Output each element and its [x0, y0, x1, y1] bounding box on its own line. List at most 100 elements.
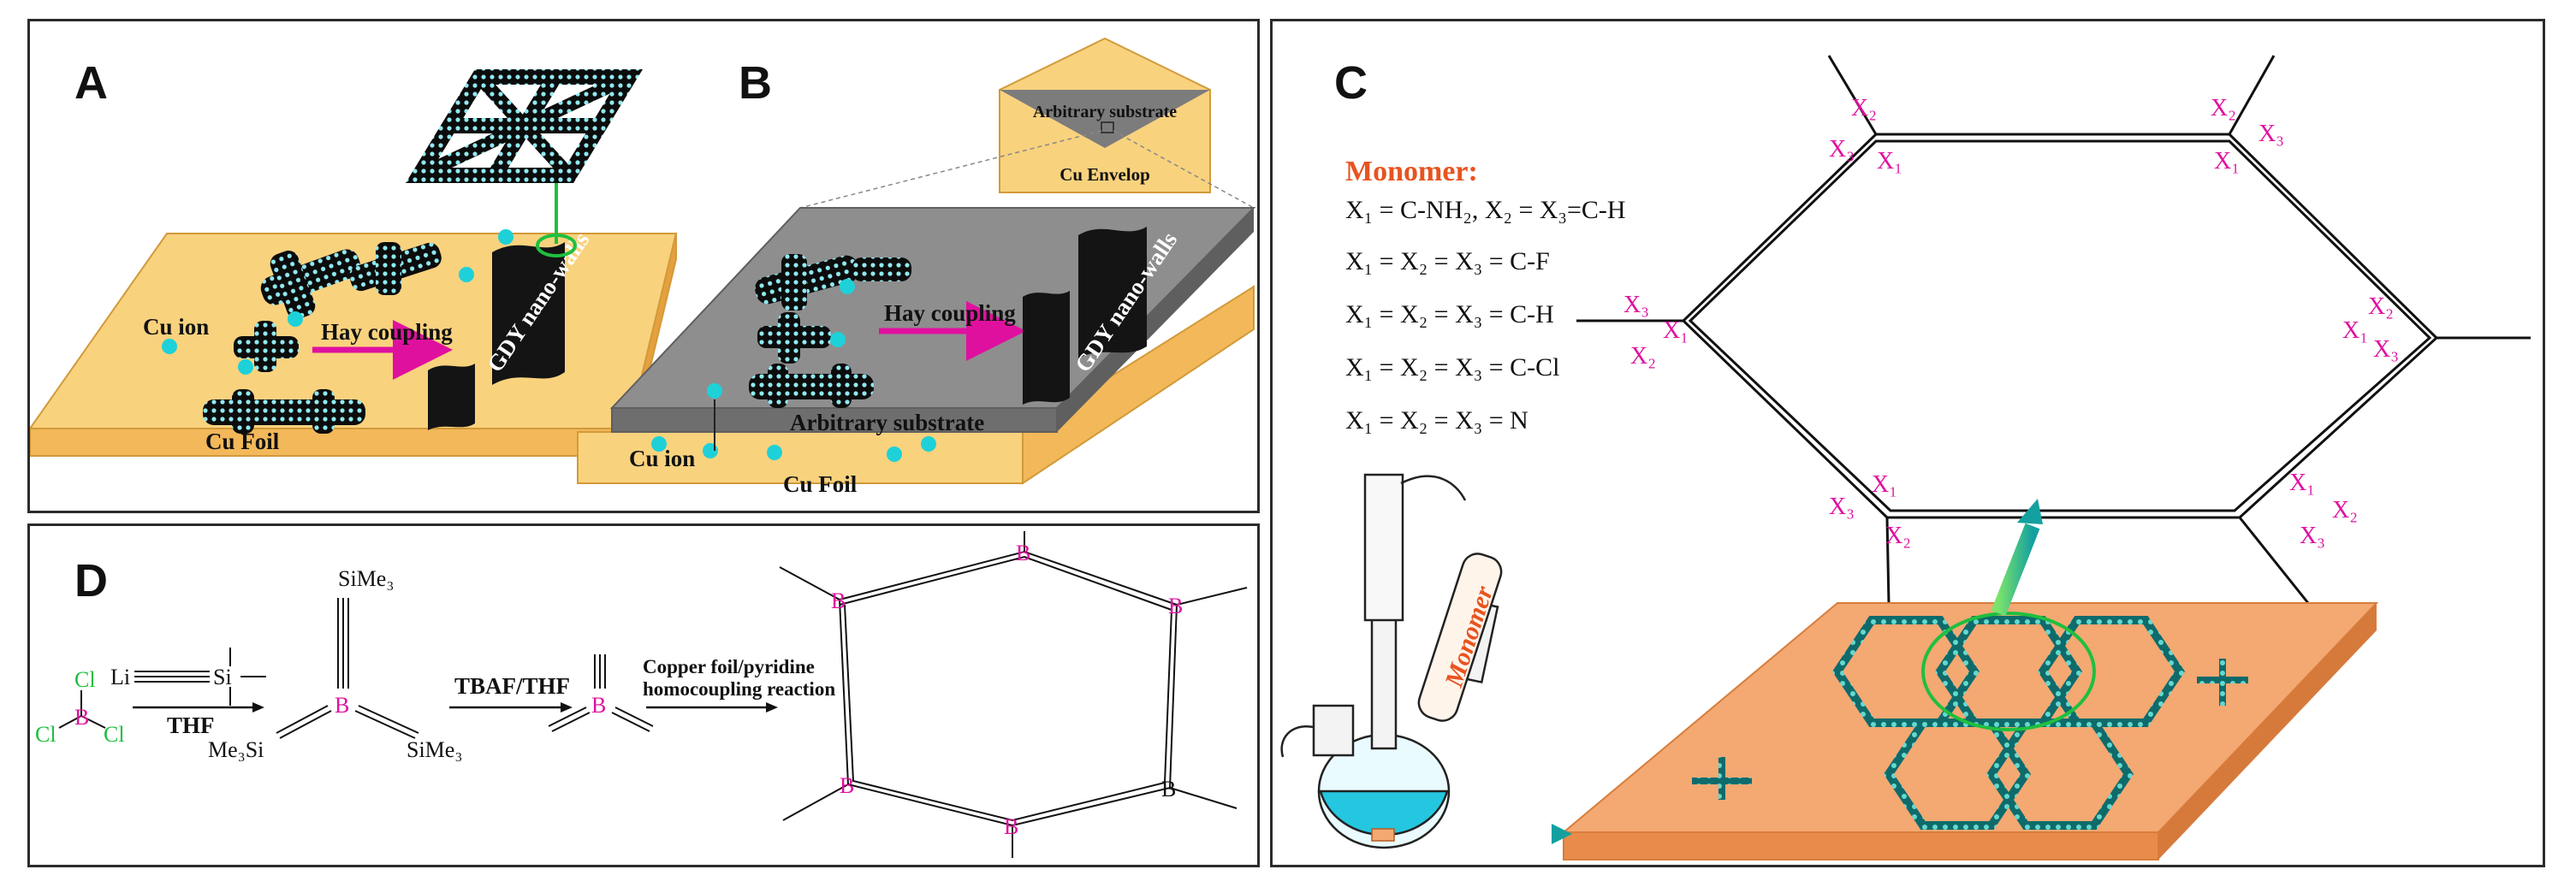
cu-ion-label-a: Cu ion — [143, 314, 209, 340]
gdy-cluster-b1 — [755, 254, 911, 310]
panel-d-diagram: D Cl B Cl Cl Li Si THF SiMe₃ B Me₃Si SiM… — [35, 531, 1248, 858]
panel-ab: A Cu ion Hay coupling GDY nano-walls — [27, 19, 1260, 513]
panel-ab-diagram: A Cu ion Hay coupling GDY nano-walls — [28, 37, 1256, 497]
step-3-line-2: homocoupling reaction — [643, 678, 835, 700]
flask-to-slab-arrow-head — [1552, 824, 1572, 844]
ring2-x1: X₁ — [2214, 148, 2240, 174]
sime3-right: SiMe₃ — [407, 737, 462, 762]
ring2-x2: X₂ — [2211, 95, 2236, 121]
arrow-step-1-head — [252, 702, 264, 713]
cl-left: Cl — [35, 722, 56, 747]
cu-foil-slab-b — [577, 285, 1255, 485]
honeycomb-zoom-circle — [1921, 612, 2096, 731]
ring-x-labels: X₂ X₃ X₁ X₂ X₃ X₁ X₂ X₃ X₁ X₁ X₂ X₃ X₃ X… — [1623, 95, 2399, 549]
monomer-title: Monomer: — [1345, 156, 1478, 187]
cl-top: Cl — [74, 667, 96, 692]
zoom-arrow-up — [1991, 523, 2040, 617]
gdy-cluster-a2 — [234, 321, 299, 372]
ring-boron-2: B — [1016, 541, 1030, 565]
monomer-4: X₁ = X₂ = X₃ = C-Cl — [1345, 353, 1559, 381]
ring1-x2: X₂ — [1851, 95, 1877, 121]
arbitrary-substrate-label: Arbitrary substrate — [790, 410, 984, 435]
gdy-cluster-a1 — [260, 242, 442, 320]
panel-c-label: C — [1334, 57, 1368, 109]
monomer-sprite-1 — [2197, 659, 2248, 706]
substrate-chip — [1371, 828, 1395, 842]
envelope-zoom-box — [1101, 121, 1114, 133]
cu-ion-dots-b — [651, 279, 936, 462]
zoom-dash-right — [1113, 130, 1255, 209]
ring4-x3: X₃ — [2300, 523, 2325, 549]
tris-alkynyl-borane — [276, 598, 419, 739]
ring1-x1: X₁ — [1877, 148, 1902, 174]
ring-boron-5: B — [1004, 814, 1018, 839]
ring3-x2: X₂ — [2368, 293, 2394, 320]
reagent-li: Li — [110, 665, 130, 689]
sime3-top: SiMe₃ — [338, 566, 394, 591]
monomer-1: X₁ = C-NH₂, X₂ = X₃=C-H — [1345, 196, 1626, 224]
ring4-x1: X₁ — [2289, 470, 2315, 496]
zoom-circle-a — [536, 234, 577, 257]
ring-boron-1: B — [831, 588, 846, 613]
cu-envelop-label: Cu Envelop — [1059, 164, 1150, 185]
boron-gdy-ring — [779, 531, 1248, 858]
ring6-x2: X₂ — [1630, 343, 1656, 370]
ring-boron-3: B — [1168, 594, 1183, 618]
gdy-cluster-b3 — [749, 364, 874, 408]
zoom-dash-left — [799, 130, 1102, 209]
ring1-x3: X₃ — [1829, 136, 1855, 163]
gdy-hex-ring — [1576, 55, 2531, 604]
panel-d-label: D — [74, 555, 108, 606]
arrow-step-2-head — [561, 702, 573, 713]
ring5-x1: X₁ — [1872, 471, 1897, 498]
bcl3-molecule — [58, 690, 106, 729]
triethynyl-borane — [548, 654, 654, 732]
zoom-arrow-up-head — [2017, 499, 2043, 524]
boron-center-1: B — [335, 693, 349, 718]
sime3-left: Me₃Si — [208, 737, 264, 762]
ring2-x3: X₃ — [2258, 121, 2284, 147]
solvent-thf-label: THF — [167, 713, 215, 738]
boron-bcl3: B — [74, 705, 89, 730]
ring6-x1: X₁ — [1663, 317, 1689, 344]
arrow-step-3-head — [766, 702, 778, 713]
hay-coupling-label-b: Hay coupling — [884, 300, 1016, 326]
gdy-cluster-b2 — [757, 312, 831, 364]
cu-foil-label-b: Cu Foil — [783, 471, 858, 497]
panel-b-label: B — [739, 57, 772, 109]
ring6-x3: X₃ — [1623, 292, 1649, 318]
reagent-si: Si — [213, 665, 232, 689]
ring4-x2: X₂ — [2332, 497, 2358, 523]
ring5-x3: X₃ — [1829, 494, 1855, 520]
panel-c: C Monomer: X₁ = C-NH₂, X₂ = X₃=C-H X₁ = … — [1270, 19, 2545, 867]
gdy-cluster-a3 — [203, 389, 365, 434]
monomer-sprite-2 — [1692, 757, 1752, 800]
ring-boron-6: B — [840, 773, 854, 798]
panel-d: D Cl B Cl Cl Li Si THF SiMe₃ B Me₃Si SiM… — [27, 523, 1260, 867]
step-3-line-1: Copper foil/pyridine — [643, 656, 815, 677]
envelope-substrate-label: Arbitrary substrate — [1033, 103, 1177, 121]
gdy-network-zoom — [405, 69, 644, 183]
nanowall-a — [428, 242, 565, 430]
boron-center-2: B — [591, 693, 606, 718]
cu-envelope — [999, 37, 1211, 193]
cl-right: Cl — [104, 722, 125, 747]
monomer-addition-funnel — [1417, 553, 1503, 722]
cu-ion-label-b: Cu ion — [629, 446, 695, 471]
panel-a-label: A — [74, 57, 108, 109]
hay-coupling-label-a: Hay coupling — [321, 319, 453, 345]
monomer-3: X₁ = X₂ = X₃ = C-H — [1345, 300, 1554, 328]
gdy-honeycomb — [1831, 616, 2186, 830]
tbaf-label: TBAF/THF — [454, 673, 570, 699]
cu-ion-dots-a — [162, 229, 513, 375]
ring3-x3: X₃ — [2373, 336, 2399, 363]
monomer-2: X₁ = X₂ = X₃ = C-F — [1345, 247, 1550, 275]
cu-foil-label-a: Cu Foil — [205, 429, 280, 454]
monomer-5: X₁ = X₂ = X₃ = N — [1345, 406, 1528, 435]
ring3-x1: X₁ — [2342, 317, 2368, 344]
ring5-x2: X₂ — [1885, 523, 1911, 549]
ring-boron-4: B — [1161, 777, 1176, 801]
nanowall-b — [1023, 227, 1147, 405]
reagent-alkyne — [134, 648, 266, 706]
panel-c-diagram: C Monomer: X₁ = C-NH₂, X₂ = X₃=C-H X₁ = … — [1280, 55, 2531, 860]
